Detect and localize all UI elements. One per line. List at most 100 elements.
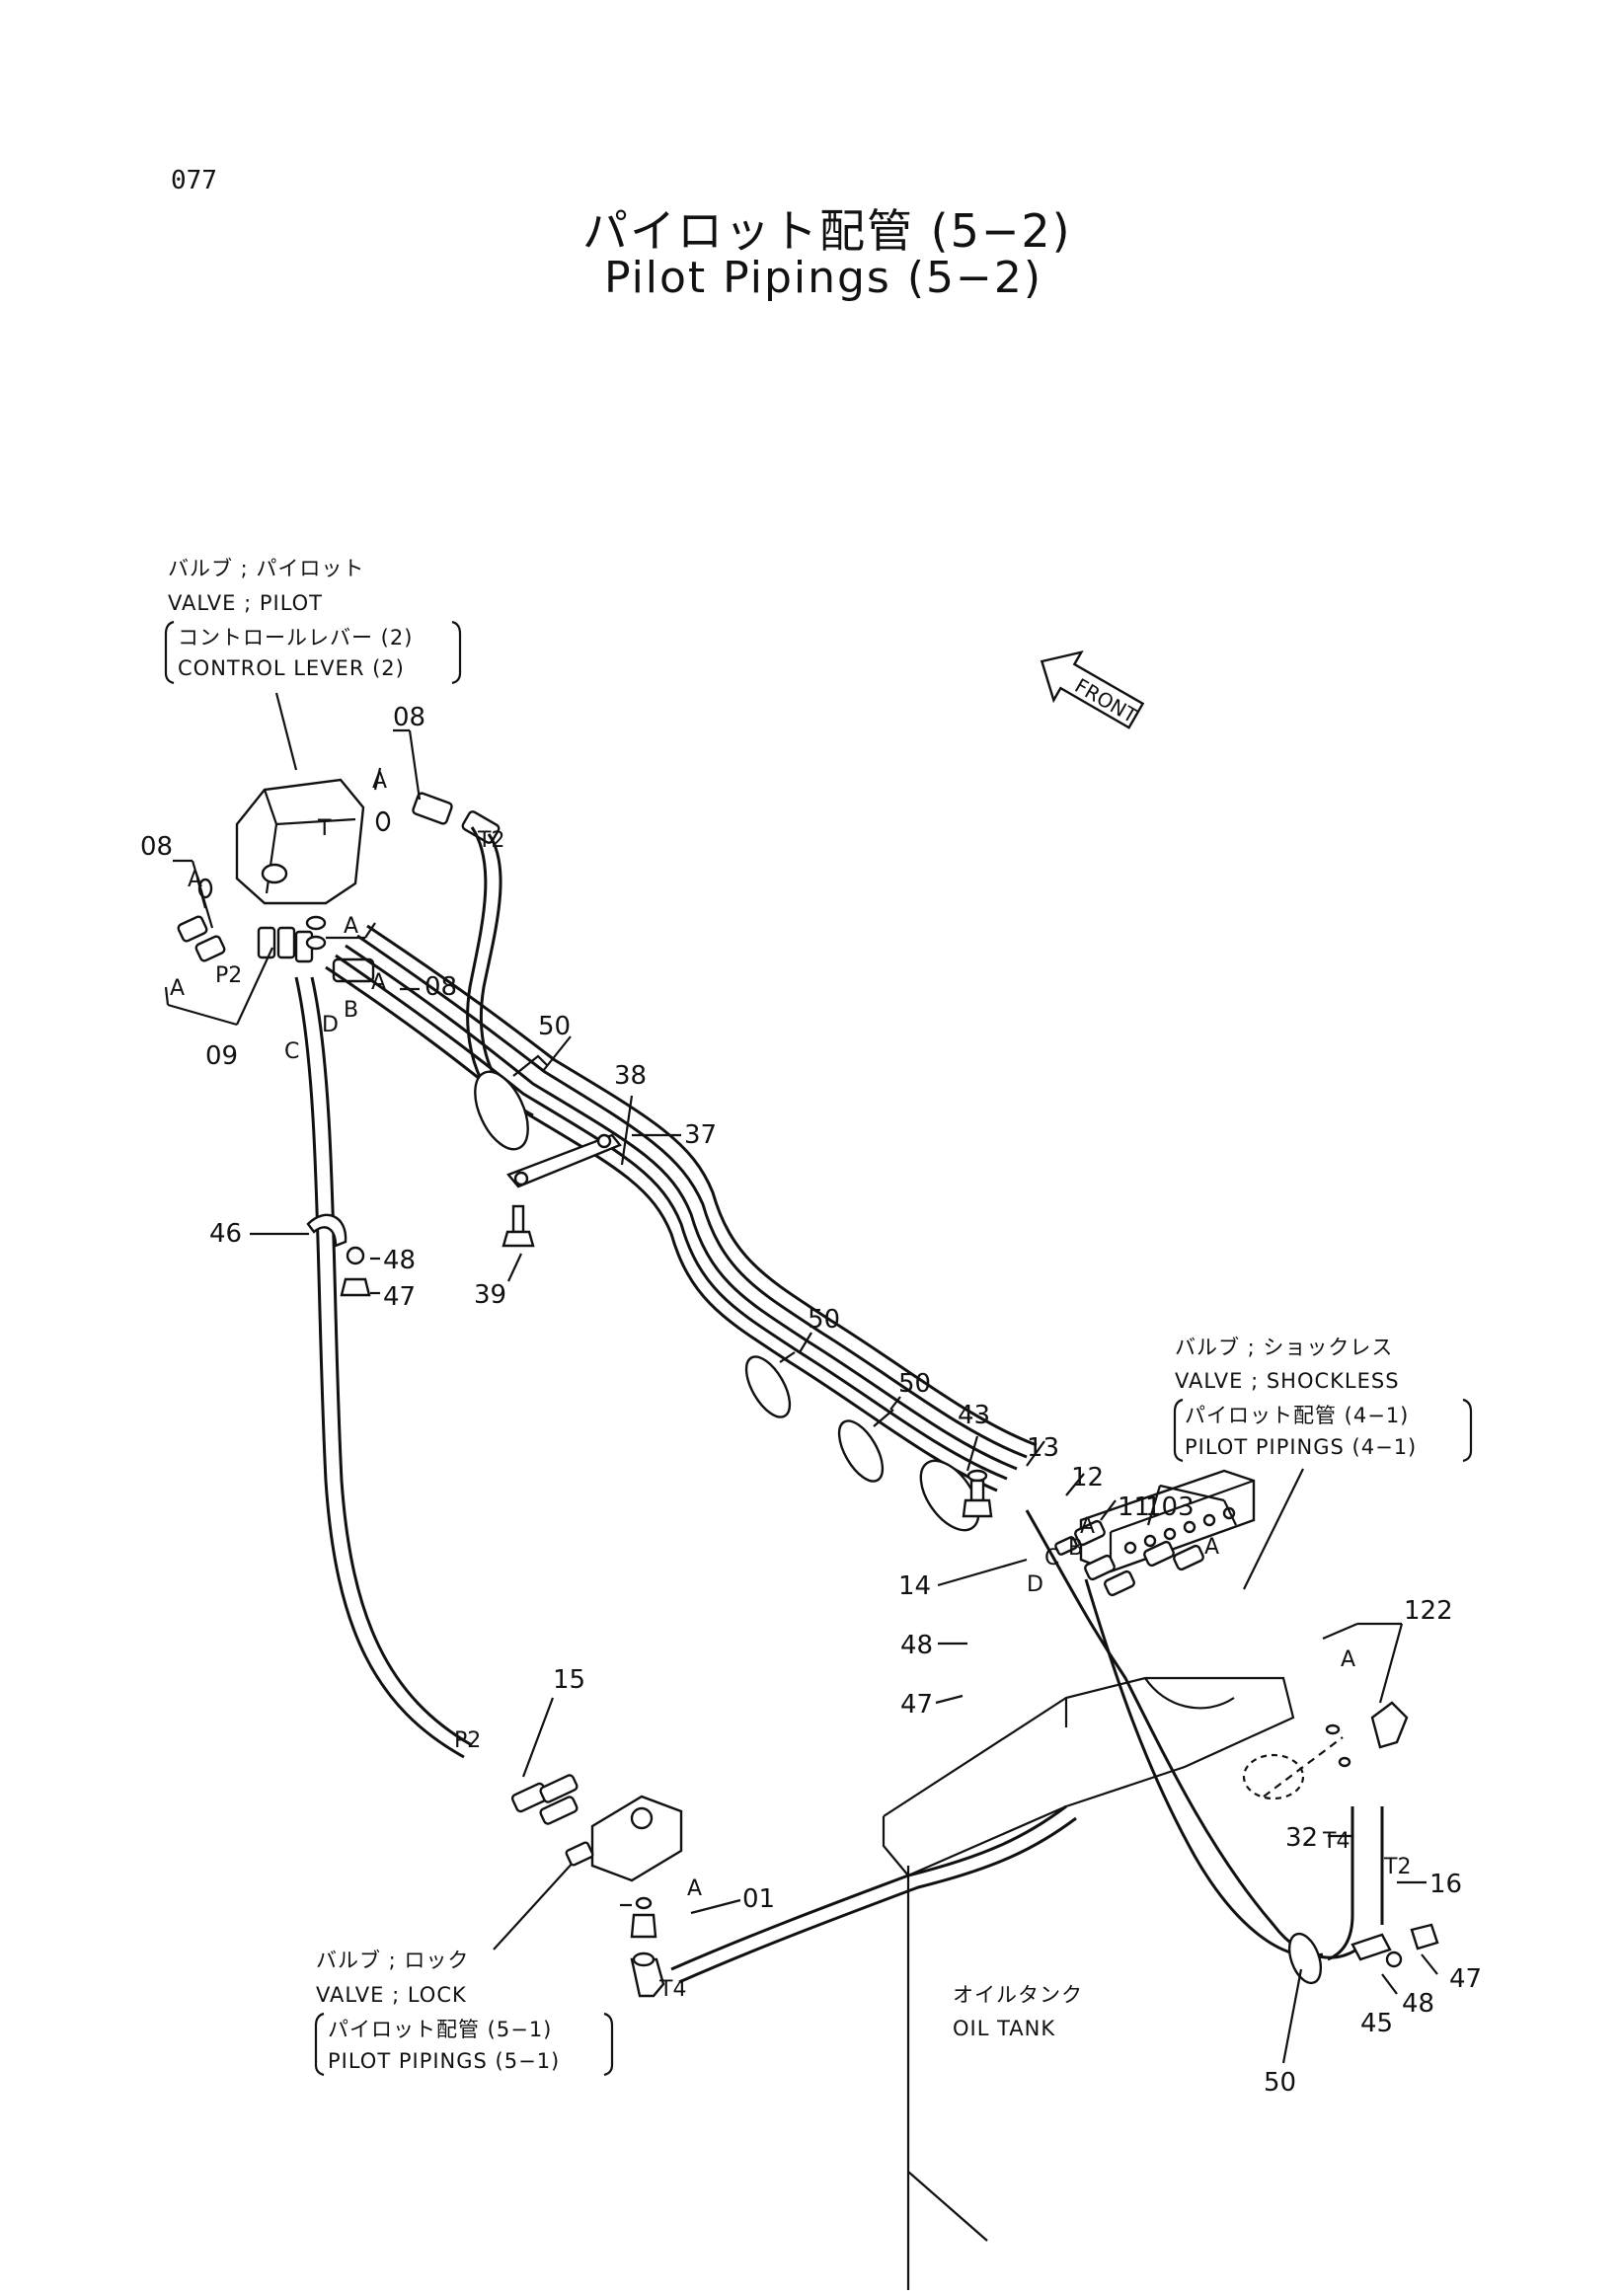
port-a: A (1080, 1514, 1095, 1539)
port-label-t: T (317, 816, 332, 841)
lock-valve-body (510, 1774, 683, 1882)
callout-38: 38 (614, 1061, 647, 1091)
bolt-47-48-center (962, 1469, 993, 1518)
port-a: A (1204, 1535, 1219, 1560)
page-title-jp: パイロット配管 (5−2) (582, 204, 1072, 258)
port-c: C (284, 1039, 299, 1064)
elbow-fitting-122 (1325, 1701, 1409, 1768)
port-a: A (371, 970, 386, 995)
port-b: B (344, 998, 358, 1023)
port-a: A (344, 914, 358, 939)
clamp-45 (1350, 1923, 1439, 1968)
port-t4: T4 (1322, 1829, 1350, 1854)
callout-47: 47 (900, 1690, 933, 1720)
callout-46: 46 (209, 1219, 242, 1249)
callout-32: 32 (1285, 1823, 1318, 1853)
pilot-valve-body: T (235, 778, 365, 905)
lock-valve-label-jp: バルブ ; ロック (316, 1949, 469, 1972)
callout-13: 13 (1027, 1433, 1059, 1463)
hose-p2 (294, 976, 465, 1759)
pilot-valve-label-jp: バルブ ; パイロット (168, 557, 364, 580)
pilot-valve-label-en: VALVE ; PILOT (168, 591, 323, 615)
callout-08: 08 (140, 832, 173, 862)
bracket-right (603, 2012, 614, 2077)
port-b: B (1068, 1536, 1083, 1561)
port-a: A (687, 1876, 702, 1901)
bracket-left (1173, 1398, 1184, 1463)
port-a: A (372, 769, 387, 794)
callout-39: 39 (474, 1280, 506, 1310)
callout-50: 50 (808, 1305, 840, 1335)
clamp-50-bottom (1287, 1932, 1323, 1985)
hose-return-right (1025, 1509, 1364, 1959)
page-title-en: Pilot Pipings (5−2) (604, 253, 1043, 303)
callout-122: 122 (1404, 1596, 1453, 1626)
clamp-50-mid1 (744, 1351, 796, 1418)
hose-p2-b (310, 976, 473, 1747)
bracket-right (451, 620, 462, 685)
shockless-valve-label-jp: バルブ ; ショックレス (1175, 1336, 1393, 1359)
leader-line (493, 1860, 576, 1951)
bracket-left (164, 620, 175, 685)
callout-16: 16 (1429, 1870, 1462, 1899)
port-t2: T2 (1383, 1855, 1411, 1879)
lock-valve-label: バルブ ; ロック VALVE ; LOCK パイロット配管 (5−1) PIL… (314, 1860, 614, 2077)
hose-t4-right (1327, 1806, 1354, 1961)
callout-47: 47 (1449, 1964, 1482, 1994)
callout-15: 15 (553, 1665, 585, 1695)
port-d: D (322, 1013, 339, 1037)
lock-valve-label-en: VALVE ; LOCK (316, 1983, 467, 2007)
callout-leaders (164, 728, 1438, 2064)
callout-09: 09 (205, 1041, 238, 1071)
callout-12: 12 (1071, 1463, 1104, 1492)
hose-t4-bottom-b (678, 1816, 1077, 1984)
bracket-37-38 (506, 1133, 622, 1188)
lock-valve-sublabel-en: PILOT PIPINGS (5−1) (328, 2049, 560, 2073)
shockless-valve-sublabel-jp: パイロット配管 (4−1) (1185, 1404, 1409, 1427)
port-p2: P2 (215, 963, 242, 988)
leader-line (1243, 1468, 1304, 1590)
pilot-valve-sublabel-en: CONTROL LEVER (2) (178, 656, 405, 680)
bolt-39 (501, 1204, 535, 1248)
port-p2: P2 (454, 1728, 481, 1753)
callout-103: 103 (1145, 1492, 1195, 1522)
lock-valve-sublabel-jp: パイロット配管 (5−1) (328, 2018, 552, 2041)
bracket-right (1462, 1398, 1473, 1463)
page-number: 077 (171, 166, 217, 195)
port-a: A (1341, 1647, 1355, 1672)
callout-14: 14 (898, 1571, 931, 1601)
shockless-valve-label-en: VALVE ; SHOCKLESS (1175, 1369, 1400, 1393)
shockless-valve-sublabel-en: PILOT PIPINGS (4−1) (1185, 1435, 1417, 1459)
leader-line (274, 692, 298, 771)
hose-t4-bottom (670, 1804, 1067, 1971)
port-a: A (170, 976, 185, 1001)
callout-48: 48 (1402, 1989, 1434, 2019)
callout-43: 43 (958, 1401, 990, 1430)
oil-tank-label-jp: オイルタンク (953, 1983, 1083, 2007)
callout-48: 48 (383, 1246, 416, 1275)
oil-tank-label-en: OIL TANK (953, 2017, 1055, 2040)
shockless-fittings (1054, 1519, 1204, 1597)
port-t2: T2 (477, 828, 504, 853)
callout-47: 47 (383, 1282, 416, 1312)
shockless-valve-label: バルブ ; ショックレス VALVE ; SHOCKLESS パイロット配管 (… (1173, 1336, 1473, 1590)
clamp-50-mid2 (837, 1409, 894, 1483)
fitting-01 (630, 1896, 657, 1939)
callout-08: 08 (424, 972, 457, 1002)
bracket-left (314, 2012, 325, 2077)
callout-50: 50 (898, 1369, 931, 1399)
callout-48: 48 (900, 1631, 933, 1660)
port-c: C (1044, 1546, 1059, 1570)
callout-08: 08 (393, 703, 425, 732)
front-arrow: FRONT (1040, 650, 1145, 729)
callout-numbers: 08 08 08 09 50 38 37 39 46 48 47 50 50 4… (140, 703, 1482, 2098)
clamp-46 (306, 1213, 371, 1297)
pilot-valve-label: バルブ ; パイロット VALVE ; PILOT コントロールレバー (2) … (164, 557, 462, 771)
elbow-fitting-t4 (630, 1952, 665, 1998)
port-labels: A A A A A A A A A T2 T2 T4 T4 P2 P2 B B … (170, 769, 1411, 2002)
callout-01: 01 (742, 1884, 775, 1914)
callout-37: 37 (684, 1120, 717, 1150)
pilot-valve-sublabel-jp: コントロールレバー (2) (178, 626, 413, 650)
port-d: D (1027, 1572, 1043, 1597)
